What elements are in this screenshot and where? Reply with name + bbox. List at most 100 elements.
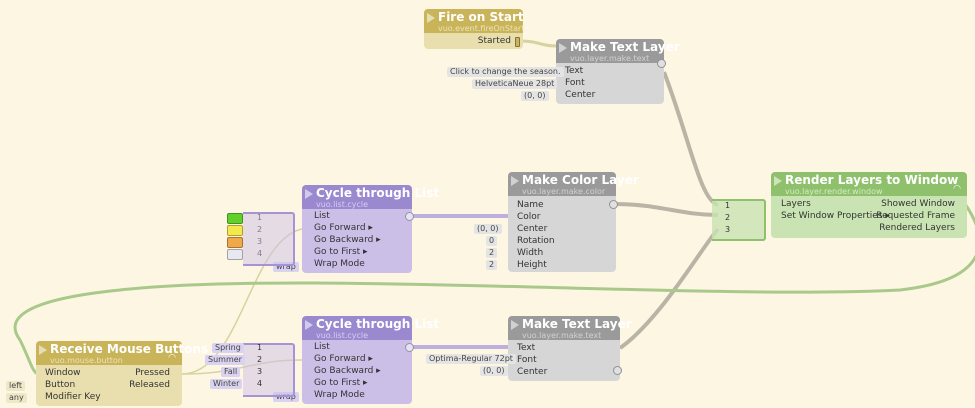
node-icon: [774, 176, 782, 186]
font-port[interactable]: Font: [517, 355, 537, 365]
pressed-port[interactable]: Pressed: [135, 368, 170, 378]
color-swatch[interactable]: [227, 249, 243, 260]
button-port[interactable]: Button: [45, 380, 76, 390]
modifier-key-port[interactable]: Modifier Key: [45, 392, 101, 402]
cable[interactable]: [618, 227, 720, 350]
released-port[interactable]: Released: [129, 380, 170, 390]
layer-list-bracket: [712, 199, 766, 241]
height-port[interactable]: Height: [517, 260, 547, 270]
fire-on-start-node[interactable]: Fire on Start vuo.event.fireOnStart Star…: [424, 9, 525, 49]
node-class: vuo.layer.render.window: [785, 187, 883, 196]
make-text-layer-node[interactable]: Make Text Layer vuo.layer.make.text Text…: [508, 316, 632, 381]
list-item: 2: [257, 355, 263, 364]
list-item: 4: [257, 379, 263, 388]
center-port[interactable]: Center: [517, 224, 548, 234]
node-icon: [559, 43, 567, 53]
node-class: vuo.mouse.button: [50, 356, 123, 365]
text-port[interactable]: Text: [517, 343, 536, 353]
rendered-layers-port[interactable]: Rendered Layers: [879, 223, 955, 233]
center-value[interactable]: (0, 0): [480, 366, 508, 376]
color-swatch[interactable]: [227, 237, 243, 248]
wrap-mode-port[interactable]: Wrap Mode: [314, 390, 365, 400]
node-class: vuo.layer.make.color: [522, 187, 606, 196]
node-class: vuo.layer.make.text: [570, 54, 650, 63]
color-swatch[interactable]: [227, 213, 243, 224]
output-port[interactable]: [405, 343, 414, 352]
make-text-layer-node[interactable]: Make Text Layer vuo.layer.make.text Text…: [556, 39, 680, 104]
rotation-port[interactable]: Rotation: [517, 236, 555, 246]
text-value[interactable]: Click to change the season.: [447, 67, 564, 77]
list-port[interactable]: List: [314, 342, 330, 352]
receive-mouse-buttons-node[interactable]: Receive Mouse Buttons vuo.mouse.button ◠…: [36, 341, 209, 406]
center-port[interactable]: Center: [565, 90, 596, 100]
render-layers-to-window-node[interactable]: Render Layers to Window vuo.layer.render…: [771, 172, 967, 238]
wifi-icon: ◠: [168, 353, 176, 363]
width-value[interactable]: 2: [486, 248, 498, 258]
name-port[interactable]: Name: [517, 200, 544, 210]
requested-frame-port[interactable]: Requested Frame: [876, 211, 955, 221]
node-title: Make Text Layer: [570, 40, 680, 54]
node-title: Fire on Start: [438, 10, 524, 24]
cycle-through-list-node[interactable]: Cycle through List vuo.list.cycle List G…: [302, 185, 439, 273]
modifier-key-value[interactable]: any: [6, 393, 27, 403]
node-class: vuo.list.cycle: [316, 200, 369, 209]
wrap-value[interactable]: wrap: [273, 262, 299, 272]
layers-port[interactable]: Layers: [781, 199, 811, 209]
season-value[interactable]: Winter: [210, 379, 243, 389]
node-class: vuo.event.fireOnStart: [438, 24, 525, 33]
color-swatch[interactable]: [227, 225, 243, 236]
wrap-mode-port[interactable]: Wrap Mode: [314, 259, 365, 269]
font-value[interactable]: Optima-Regular 72pt: [426, 354, 516, 364]
cable[interactable]: [662, 71, 719, 207]
color-port[interactable]: Color: [517, 212, 541, 222]
cycle-through-list-node[interactable]: Cycle through List vuo.list.cycle List G…: [302, 316, 440, 404]
width-port[interactable]: Width: [517, 248, 544, 258]
node-icon: [305, 189, 313, 199]
node-title: Cycle through List: [316, 317, 440, 331]
output-port[interactable]: [609, 200, 618, 209]
node-title: Render Layers to Window: [785, 173, 959, 187]
center-port[interactable]: Center: [517, 367, 548, 377]
season-value[interactable]: Fall: [221, 367, 241, 377]
center-value[interactable]: (0, 0): [474, 224, 502, 234]
center-value[interactable]: (0, 0): [521, 91, 549, 101]
go-backward-port[interactable]: Go Backward ▸: [314, 235, 381, 245]
list-bracket: [243, 343, 295, 397]
go-backward-port[interactable]: Go Backward ▸: [314, 366, 381, 376]
list-item: 1: [725, 201, 731, 210]
list-item: 3: [725, 225, 731, 234]
button-value[interactable]: left: [6, 381, 25, 391]
node-title: Receive Mouse Buttons: [50, 342, 209, 356]
font-port[interactable]: Font: [565, 78, 585, 88]
trigger-icon: [427, 13, 435, 23]
list-item: 1: [257, 343, 263, 352]
go-forward-port[interactable]: Go Forward ▸: [314, 354, 373, 364]
node-title: Make Color Layer: [522, 173, 639, 187]
season-value[interactable]: Summer: [205, 355, 245, 365]
cable[interactable]: [613, 202, 719, 217]
text-port[interactable]: Text: [565, 66, 584, 76]
output-port[interactable]: [405, 212, 414, 221]
make-color-layer-node[interactable]: Make Color Layer vuo.layer.make.color Na…: [508, 172, 639, 272]
list-port[interactable]: List: [314, 211, 330, 221]
go-to-first-port[interactable]: Go to First ▸: [314, 378, 368, 388]
go-forward-port[interactable]: Go Forward ▸: [314, 223, 373, 233]
list-item: 2: [725, 213, 731, 222]
set-window-properties-port[interactable]: Set Window Properties ▸: [781, 211, 890, 221]
rotation-value[interactable]: 0: [486, 236, 498, 246]
output-port[interactable]: [657, 59, 666, 68]
node-icon: [511, 176, 519, 186]
wifi-icon: ◠: [953, 184, 961, 194]
season-value[interactable]: Spring: [212, 343, 244, 353]
started-port[interactable]: [515, 37, 520, 47]
height-value[interactable]: 2: [486, 260, 498, 270]
showed-window-port[interactable]: Showed Window: [881, 199, 955, 209]
cable[interactable]: [518, 39, 557, 48]
node-class: vuo.layer.make.text: [522, 331, 602, 340]
go-to-first-port[interactable]: Go to First ▸: [314, 247, 368, 257]
font-value[interactable]: HelveticaNeue 28pt: [472, 79, 558, 89]
list-bracket: [243, 212, 295, 266]
window-port[interactable]: Window: [45, 368, 81, 378]
output-port[interactable]: [613, 366, 622, 375]
